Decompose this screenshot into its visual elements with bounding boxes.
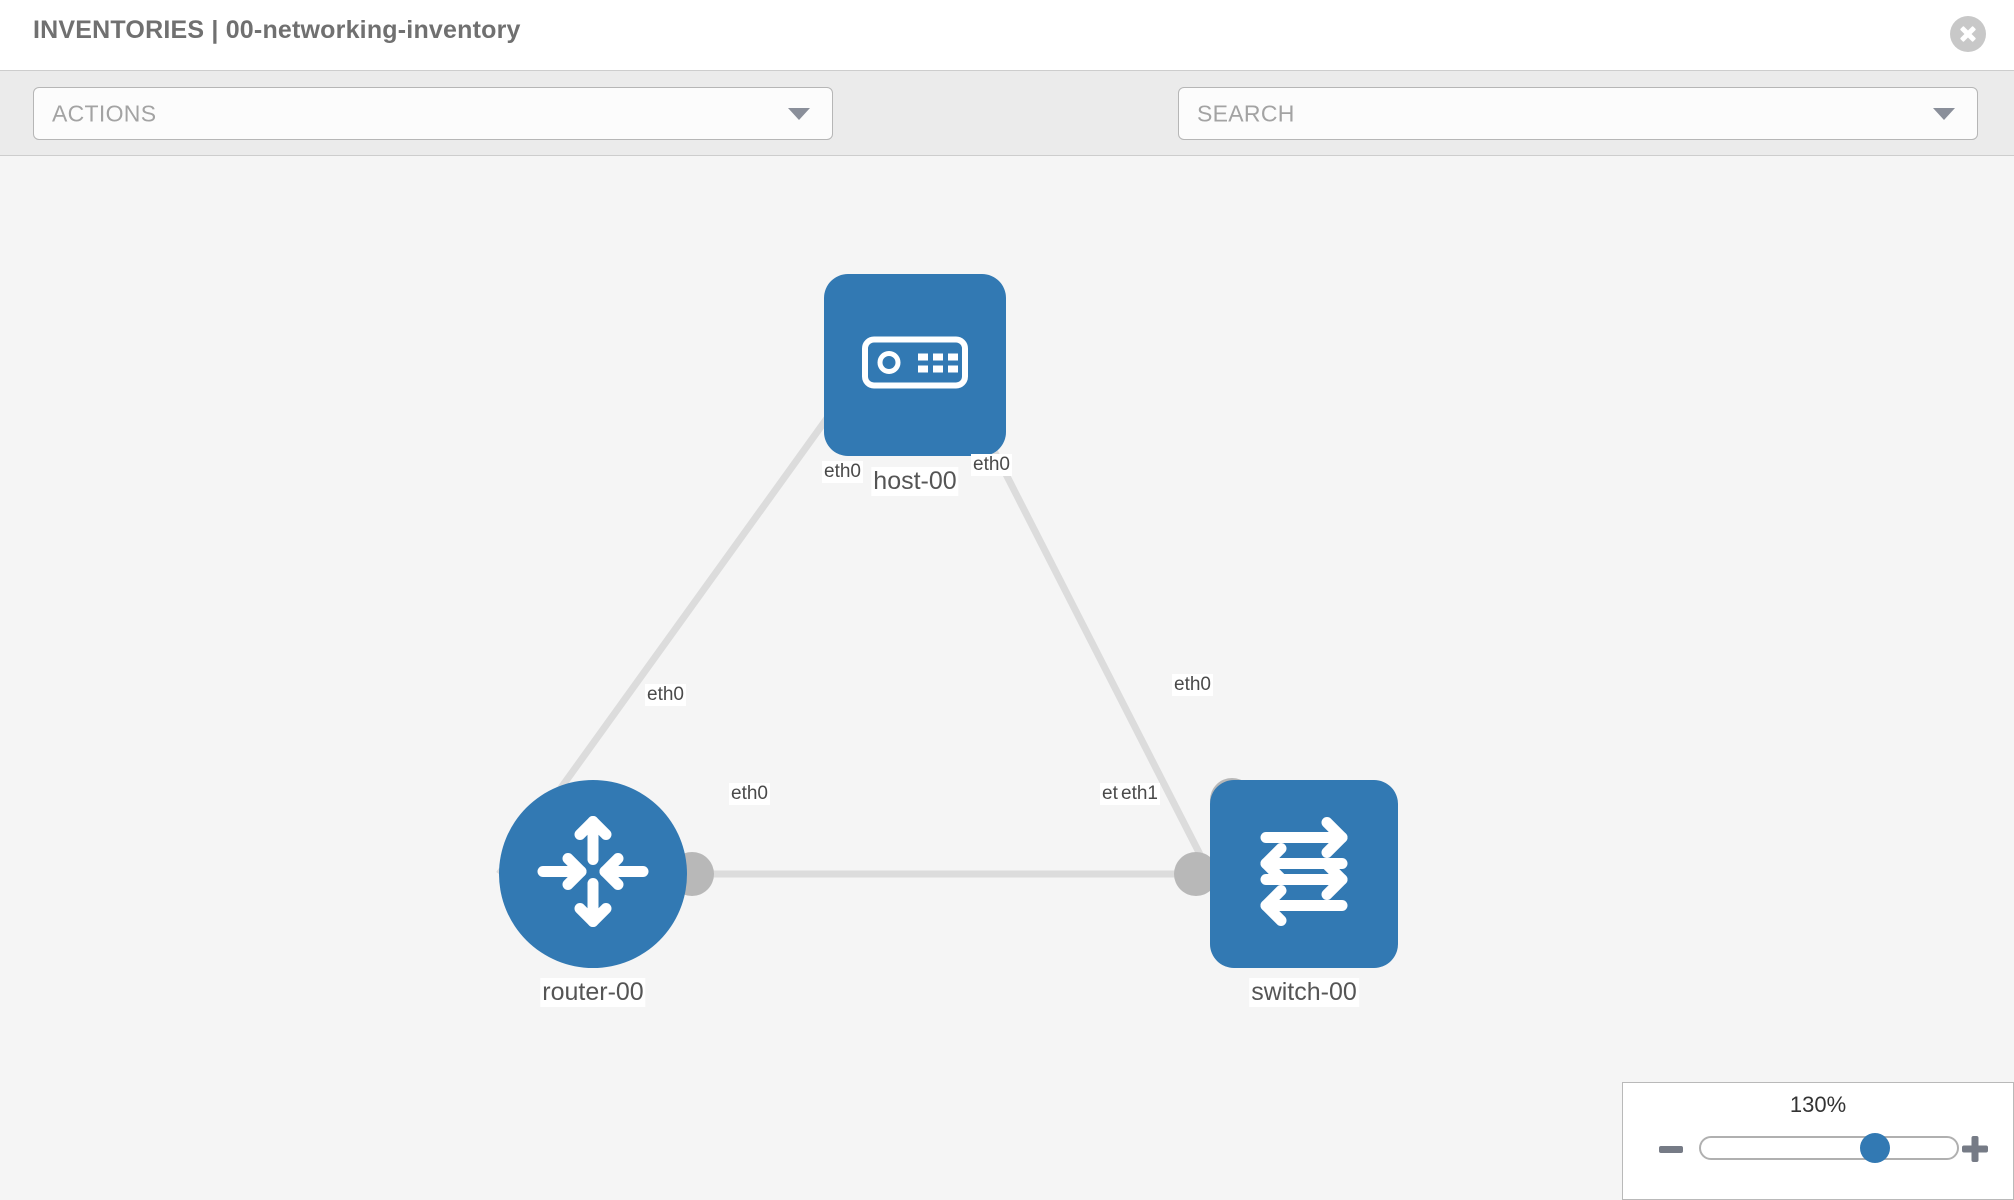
topology-canvas[interactable]: host-00 router-00 bbox=[0, 156, 2014, 1200]
zoom-slider-thumb[interactable] bbox=[1860, 1133, 1891, 1163]
zoom-out-button[interactable] bbox=[1659, 1146, 1683, 1153]
search-input-placeholder: SEARCH bbox=[1197, 100, 1295, 126]
chevron-down-icon bbox=[788, 107, 810, 120]
iface-label-host-left: eth0 bbox=[822, 461, 863, 483]
zoom-slider[interactable] bbox=[1699, 1133, 1959, 1163]
chevron-down-icon bbox=[1933, 107, 1955, 120]
close-icon[interactable] bbox=[1950, 16, 1986, 52]
page-title: INVENTORIES | 00-networking-inventory bbox=[33, 16, 521, 44]
node-switch-00-label: switch-00 bbox=[1249, 978, 1359, 1007]
node-router-00-shape bbox=[499, 780, 687, 968]
node-router-00-label: router-00 bbox=[540, 978, 646, 1007]
title-bar: INVENTORIES | 00-networking-inventory bbox=[0, 0, 2014, 70]
toolbar: ACTIONS SEARCH bbox=[0, 70, 2014, 198]
node-switch-00[interactable]: switch-00 bbox=[1210, 780, 1398, 1007]
iface-label-switch-to-router: eth1 bbox=[1119, 783, 1160, 805]
server-icon bbox=[862, 336, 968, 394]
router-arrows-icon bbox=[537, 816, 649, 933]
iface-label-host-right: eth0 bbox=[971, 454, 1012, 476]
node-host-00[interactable]: host-00 bbox=[824, 274, 1006, 496]
zoom-control-panel: 130% bbox=[1622, 1082, 2014, 1200]
connector-switch-left bbox=[1174, 852, 1218, 896]
node-host-00-shape bbox=[824, 274, 1006, 456]
actions-dropdown[interactable]: ACTIONS bbox=[33, 87, 833, 140]
search-input[interactable]: SEARCH bbox=[1178, 87, 1978, 140]
zoom-level-value: 130% bbox=[1789, 1092, 1847, 1117]
node-router-00[interactable]: router-00 bbox=[499, 780, 687, 1007]
actions-dropdown-label: ACTIONS bbox=[52, 100, 157, 126]
iface-label-router-to-switch: eth0 bbox=[729, 783, 770, 805]
iface-label-switch-to-host: eth0 bbox=[1172, 674, 1213, 696]
zoom-in-button[interactable] bbox=[1962, 1136, 1988, 1162]
topology-graph bbox=[496, 293, 1254, 896]
iface-label-router-to-host: eth0 bbox=[645, 684, 686, 706]
node-host-00-label: host-00 bbox=[871, 467, 959, 496]
switch-arrows-icon bbox=[1244, 812, 1364, 937]
